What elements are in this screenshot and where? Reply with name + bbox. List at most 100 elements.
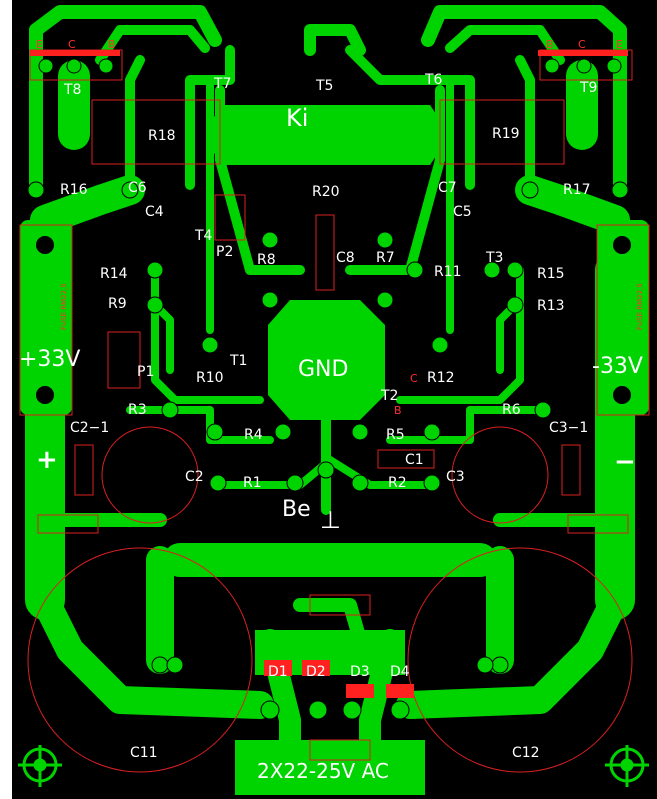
label-t8: T8 bbox=[63, 82, 81, 98]
outline-c2-1-bottom bbox=[37, 514, 99, 534]
outline-c3-1 bbox=[561, 444, 581, 496]
label-r10: R10 bbox=[196, 370, 224, 386]
label-r19: R19 bbox=[492, 126, 520, 142]
trace-t5 bbox=[304, 24, 366, 56]
label-p1: P1 bbox=[137, 364, 154, 380]
d4-pad bbox=[386, 684, 414, 698]
outline-fuse-right bbox=[596, 224, 650, 416]
label-d3: D3 bbox=[350, 664, 370, 680]
pad-gnd bbox=[268, 300, 385, 420]
label-c6: C6 bbox=[128, 180, 147, 196]
trace-t5-right bbox=[345, 45, 475, 190]
label-r11: R11 bbox=[434, 264, 462, 280]
label-r12: R12 bbox=[427, 370, 455, 386]
input-label: Ki bbox=[286, 104, 308, 132]
label-c1: C1 bbox=[405, 452, 424, 468]
d2-pad bbox=[302, 660, 330, 676]
trace-t8-t7 bbox=[95, 25, 210, 65]
trace-top-left-outer bbox=[29, 5, 222, 197]
t9-pin-e: E bbox=[616, 38, 623, 51]
d1-pad bbox=[264, 660, 292, 676]
outline-c12 bbox=[407, 547, 633, 773]
label-r4: R4 bbox=[244, 427, 263, 443]
outline-c1 bbox=[377, 449, 435, 469]
label-r16: R16 bbox=[60, 182, 88, 198]
label-r17: R17 bbox=[563, 182, 591, 198]
gnd-label: GND bbox=[298, 357, 348, 382]
label-t9: T9 bbox=[579, 80, 597, 96]
minus-sign: − bbox=[614, 447, 636, 477]
trace-r15-r6 bbox=[396, 266, 524, 404]
rail-left-top bbox=[30, 175, 145, 235]
trace-d2-d3 bbox=[293, 598, 367, 647]
label-c12: C12 bbox=[512, 745, 540, 761]
fuse-right-text: FUSE RM22,5 bbox=[636, 283, 644, 330]
outline-c2 bbox=[101, 426, 199, 524]
label-r8: R8 bbox=[257, 252, 276, 268]
label-c2-1: C2−1 bbox=[70, 420, 109, 436]
trace-left-down bbox=[125, 55, 145, 195]
outline-c8 bbox=[315, 214, 335, 291]
label-t5: T5 bbox=[315, 78, 333, 94]
label-r9: R9 bbox=[108, 296, 127, 312]
label-r20: R20 bbox=[312, 184, 340, 200]
pad-minus33 bbox=[597, 220, 649, 415]
gnd-symbol: ⊥ bbox=[320, 506, 341, 534]
label-r1: R1 bbox=[243, 475, 262, 491]
outline-c3 bbox=[451, 426, 549, 524]
pads bbox=[27, 50, 631, 720]
outline-p1 bbox=[107, 331, 141, 389]
label-p2: P2 bbox=[216, 244, 233, 260]
output-label: Be bbox=[282, 497, 311, 522]
rail-bottom-right bbox=[396, 586, 629, 719]
outline-c11 bbox=[27, 547, 253, 773]
label-c8: C8 bbox=[336, 250, 355, 266]
label-r7: R7 bbox=[376, 250, 395, 266]
trace-right-down bbox=[515, 55, 535, 195]
outline-fuse-left bbox=[19, 224, 73, 416]
pad-t8-heatsink bbox=[58, 60, 90, 150]
t9-pad-bar bbox=[538, 50, 628, 56]
fuse-left-text: FUSE RM22,5 bbox=[60, 283, 68, 330]
t2-pin-b: B bbox=[394, 404, 402, 417]
t9-pin-c: C bbox=[578, 38, 586, 51]
pin-letters: E C B B C E C B bbox=[36, 38, 623, 417]
label-t3: T3 bbox=[485, 250, 503, 266]
label-r6: R6 bbox=[502, 402, 521, 418]
label-c4: C4 bbox=[145, 204, 164, 220]
label-d4: D4 bbox=[390, 664, 410, 680]
supply-pos-label: +33V bbox=[19, 347, 80, 372]
mounting-holes bbox=[18, 745, 649, 787]
label-t1: T1 bbox=[229, 353, 247, 369]
outline-r19 bbox=[439, 99, 565, 165]
label-c3: C3 bbox=[446, 469, 465, 485]
label-r18: R18 bbox=[148, 128, 176, 144]
outline-r18 bbox=[91, 99, 221, 165]
ruler bbox=[0, 0, 12, 799]
outline-bridge-bottom bbox=[309, 739, 371, 761]
outline-bridge-top bbox=[309, 594, 371, 616]
outline-p2 bbox=[214, 194, 246, 241]
pad-plus33 bbox=[20, 220, 72, 415]
label-r2: R2 bbox=[388, 475, 407, 491]
trace-top-right-outer bbox=[421, 5, 627, 197]
copper-fills bbox=[20, 60, 649, 795]
supply-neg-label: -33V bbox=[592, 354, 643, 379]
rail-bottom-left bbox=[31, 586, 274, 719]
label-t2: T2 bbox=[380, 388, 398, 404]
pad-t9-heatsink bbox=[566, 60, 598, 150]
label-d2: D2 bbox=[306, 664, 326, 680]
label-c5: C5 bbox=[453, 204, 472, 220]
trace-r14-r3 bbox=[151, 266, 264, 404]
t8-pin-c: C bbox=[68, 38, 76, 51]
label-t6: T6 bbox=[424, 72, 443, 88]
label-c11: C11 bbox=[130, 745, 158, 761]
t8-pin-e: E bbox=[36, 38, 43, 51]
t8-pin-b: B bbox=[108, 38, 116, 51]
trace-r2 bbox=[326, 456, 436, 489]
label-d1: D1 bbox=[268, 664, 288, 680]
plus-sign: + bbox=[36, 445, 58, 475]
label-r15: R15 bbox=[537, 266, 565, 282]
label-c2: C2 bbox=[185, 469, 204, 485]
